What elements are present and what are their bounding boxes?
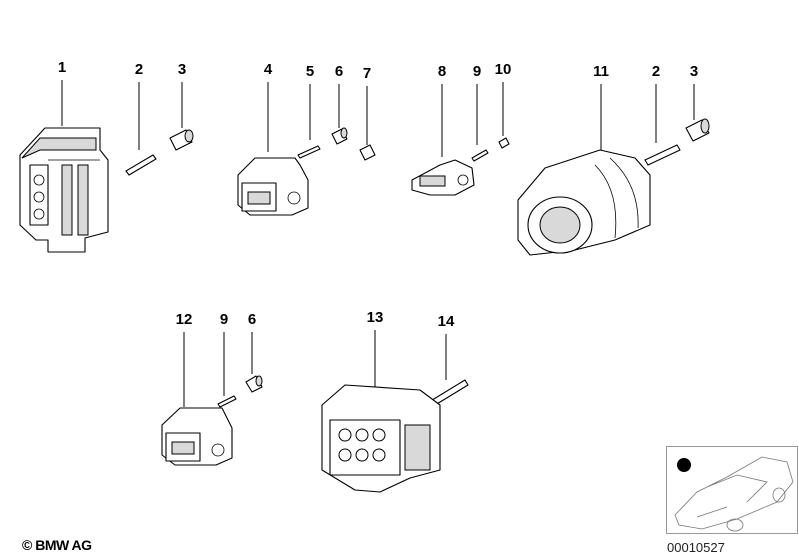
car-outline-icon	[674, 456, 794, 532]
label-2b: 2	[652, 63, 660, 80]
part-12-connector	[161, 407, 233, 466]
label-5: 5	[306, 63, 314, 80]
label-6b: 6	[248, 311, 256, 328]
copyright-text: © BMW AG	[22, 537, 92, 553]
part-13-connector	[321, 384, 441, 493]
part-4-connector	[237, 157, 309, 216]
part-2b-pin	[644, 144, 681, 166]
part-10-seal	[498, 137, 510, 149]
label-13: 13	[367, 309, 384, 326]
label-4: 4	[264, 61, 273, 78]
leader-lines	[61, 80, 695, 407]
part-5-pin	[297, 145, 321, 159]
part-3b-seal	[685, 118, 710, 142]
label-3b: 3	[690, 63, 698, 80]
part-8-connector	[411, 159, 475, 196]
label-7: 7	[363, 65, 371, 82]
label-9b: 9	[220, 311, 228, 328]
label-9: 9	[473, 63, 481, 80]
label-14: 14	[438, 313, 455, 330]
label-2: 2	[135, 61, 143, 78]
label-1: 1	[58, 59, 66, 76]
part-6-seal	[331, 127, 348, 145]
label-11: 11	[593, 63, 609, 80]
label-8: 8	[438, 63, 446, 80]
label-12: 12	[176, 311, 193, 328]
part-7-seal	[359, 144, 376, 161]
label-3: 3	[178, 61, 186, 78]
label-6: 6	[335, 63, 343, 80]
part-9c-pin	[217, 395, 237, 408]
location-marker-icon	[677, 458, 691, 472]
part-9-pin	[471, 149, 489, 162]
part-2-pin	[125, 154, 157, 176]
part-11-connector	[517, 149, 651, 256]
label-10: 10	[495, 61, 512, 78]
part-6c-seal	[245, 375, 263, 393]
reference-number: 00010527	[667, 540, 725, 555]
part-3-seal	[169, 129, 194, 151]
part-1-connector-housing	[19, 127, 109, 253]
vehicle-thumbnail	[666, 446, 798, 534]
